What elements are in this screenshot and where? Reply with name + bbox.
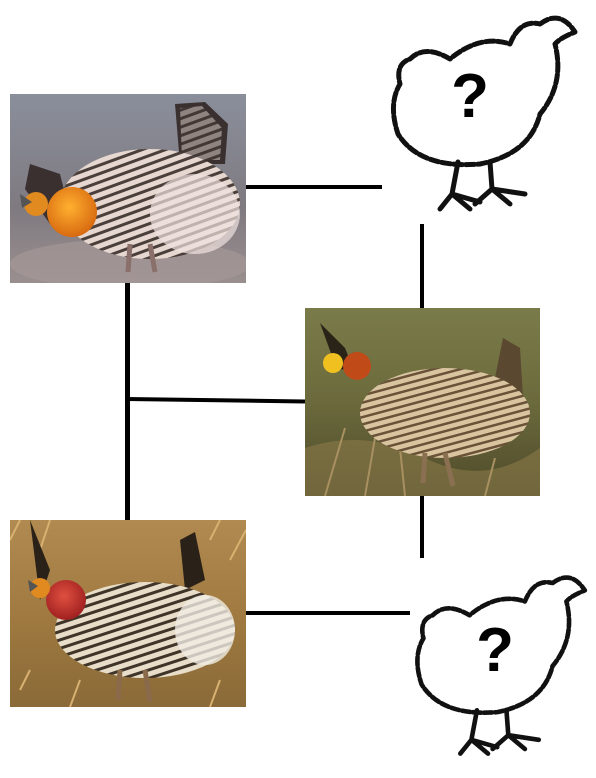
- prairie-chicken-photo-middle-right: [305, 308, 540, 496]
- connector-top-bird-to-top-chick: [246, 185, 382, 189]
- prairie-chicken-red-sac-icon: [10, 520, 246, 707]
- connector-left-vertical: [125, 283, 130, 521]
- chick-bottom-question-mark: ?: [465, 620, 525, 682]
- prairie-chicken-photo-bottom-left: [10, 520, 246, 707]
- chick-top-question-mark: ?: [440, 66, 500, 128]
- connector-bottom-bird-to-bottom-chick: [246, 611, 410, 615]
- chick-outline-bottom: ?: [405, 556, 595, 776]
- chick-outline-top: ?: [380, 4, 586, 224]
- prairie-chicken-orange-sac-icon: [10, 94, 246, 283]
- connector-top-chick-to-middle-bird: [420, 224, 424, 308]
- prairie-chicken-yellow-sac-icon: [305, 308, 540, 496]
- prairie-chicken-photo-top-left: [10, 94, 246, 283]
- connector-left-to-middle-bird: [127, 397, 305, 403]
- connector-middle-bird-to-bottom-chick: [420, 496, 424, 558]
